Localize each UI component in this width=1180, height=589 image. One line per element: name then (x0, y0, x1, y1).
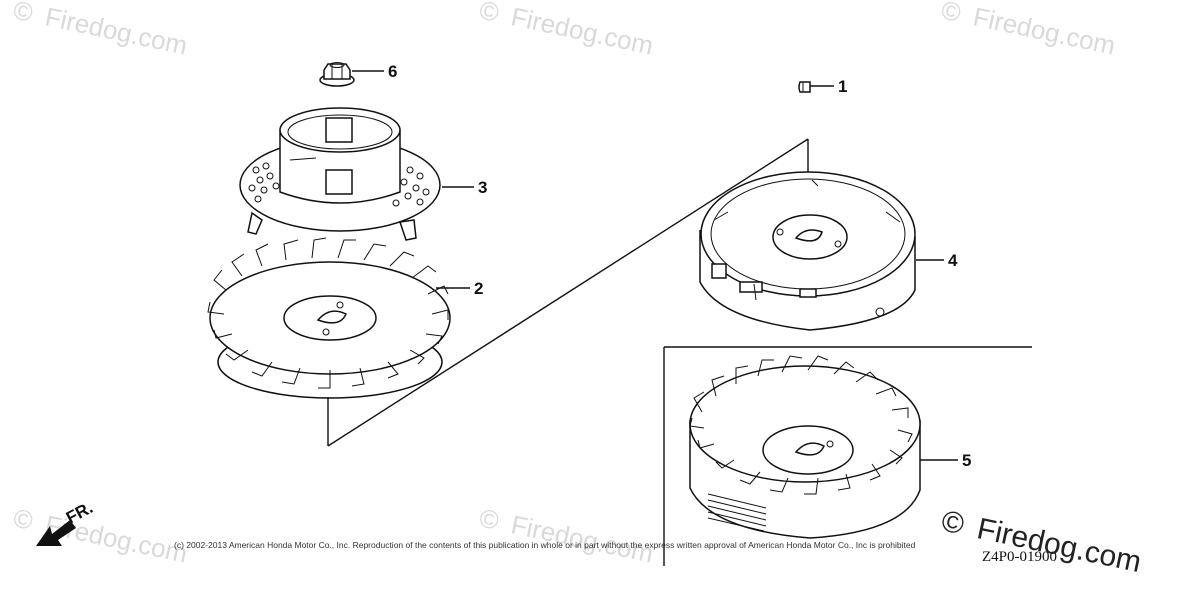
diagram-code: Z4P0-01900 (982, 549, 1057, 565)
watermark-text: Firedog.com (42, 509, 190, 568)
svg-text:© Firedog.com: © Firedog.com (11, 503, 190, 569)
callout-1[interactable]: 1 (838, 77, 847, 96)
callout-5[interactable]: 5 (962, 451, 971, 470)
watermark-symbol: © (939, 505, 967, 542)
svg-text:© Firedog.com: © Firedog.com (939, 0, 1118, 61)
svg-text:© Firedog.com: © Firedog.com (11, 0, 190, 61)
fan-blades (207, 237, 449, 389)
leader-lines (352, 70, 958, 461)
callout-2[interactable]: 2 (474, 279, 483, 298)
watermark-symbol: © (11, 0, 36, 28)
callout-3[interactable]: 3 (478, 178, 487, 197)
part-4-flywheel[interactable] (699, 171, 916, 331)
alternate-fan-blades (689, 355, 913, 495)
part-1-screw[interactable] (798, 81, 811, 93)
part-3-starter-pulley[interactable] (239, 107, 441, 241)
vent-slots (707, 493, 767, 532)
watermark-text: Firedog.com (970, 1, 1118, 60)
watermark-layer: © Firedog.com © Firedog.com © Firedog.co… (11, 0, 1118, 569)
watermark-symbol: © (939, 0, 964, 28)
watermark-main: © Firedog.com (939, 505, 1145, 580)
part-6-flange-nut[interactable] (319, 62, 355, 87)
watermark-symbol: © (477, 503, 502, 536)
part-5-flywheel-alternate[interactable] (689, 355, 921, 539)
pulley-holes (248, 162, 430, 207)
watermark-text: Firedog.com (508, 1, 656, 60)
part-2-cooling-fan[interactable] (207, 237, 451, 399)
watermark-text: Firedog.com (974, 512, 1144, 579)
svg-text:© Firedog.com: © Firedog.com (477, 503, 656, 569)
alternate-part-bracket (663, 346, 1032, 566)
watermark-text: Firedog.com (42, 1, 190, 60)
callout-6[interactable]: 6 (388, 62, 397, 81)
front-arrow-icon (36, 520, 76, 546)
watermark-text: Firedog.com (508, 509, 656, 568)
copyright-notice: (c) 2002-2013 American Honda Motor Co., … (174, 540, 916, 550)
watermark-symbol: © (11, 503, 36, 536)
watermark-symbol: © (477, 0, 502, 28)
svg-text:© Firedog.com: © Firedog.com (477, 0, 656, 61)
callout-4[interactable]: 4 (948, 251, 958, 270)
